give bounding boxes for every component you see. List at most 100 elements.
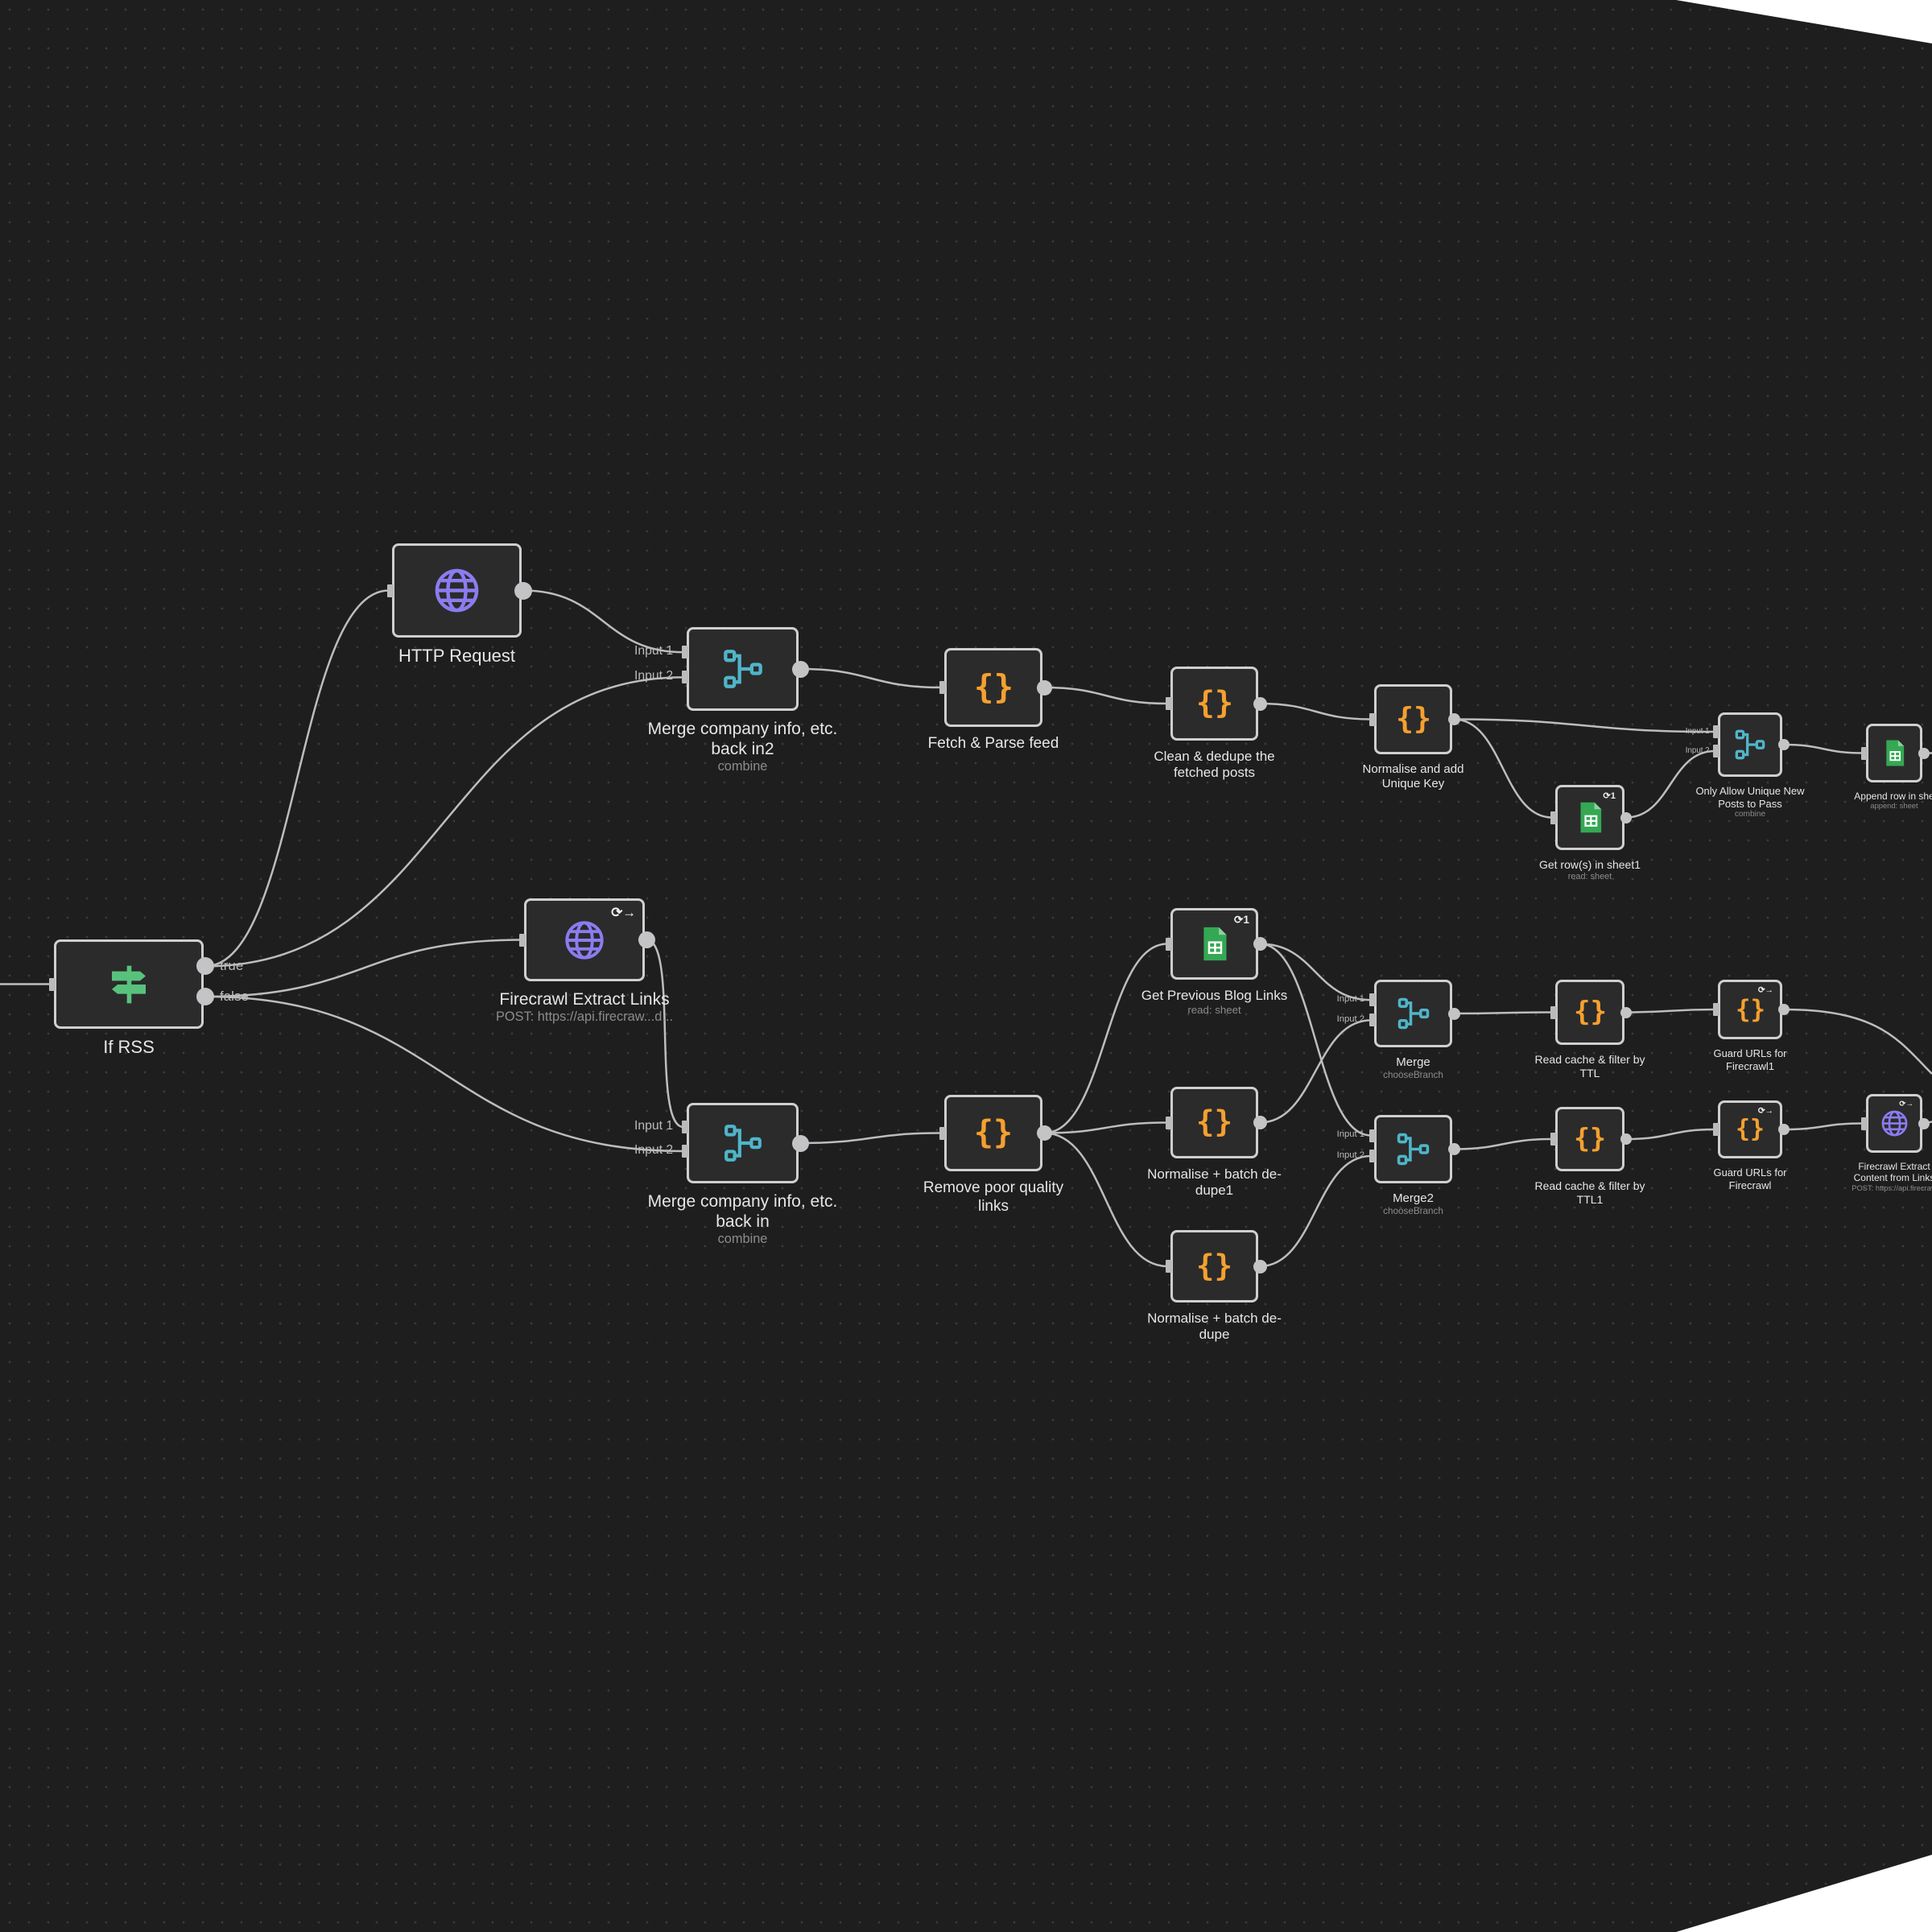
input-handle[interactable] — [49, 977, 56, 991]
node-readcache1[interactable]: {} — [1555, 1107, 1624, 1171]
output-handle[interactable] — [1447, 1143, 1460, 1155]
input-handle[interactable] — [1861, 746, 1868, 760]
connection-line[interactable] — [1259, 1019, 1372, 1124]
output-handle[interactable] — [1620, 1006, 1632, 1018]
output-handle[interactable] — [1778, 1124, 1790, 1135]
input-handle[interactable] — [1166, 697, 1172, 710]
output-handle[interactable] — [1253, 937, 1267, 951]
node-http[interactable] — [392, 543, 522, 638]
node-merge_in2[interactable] — [687, 627, 799, 711]
input-handle[interactable] — [1550, 1133, 1557, 1146]
input-handle[interactable] — [1713, 1123, 1719, 1136]
output-handle[interactable] — [1036, 1125, 1052, 1141]
output-handle[interactable] — [791, 1134, 809, 1152]
connection-line[interactable] — [1259, 1154, 1372, 1268]
output-handle[interactable] — [1918, 747, 1930, 759]
node-fclinks[interactable]: ⟳→ — [524, 898, 645, 981]
connection-line[interactable] — [1783, 743, 1864, 754]
output-handle[interactable] — [1036, 679, 1052, 696]
output-handle[interactable] — [1447, 1007, 1460, 1020]
input-handle[interactable] — [387, 584, 394, 597]
connection-line[interactable] — [1453, 1137, 1553, 1150]
output-handle[interactable] — [1253, 696, 1267, 711]
input-handle[interactable] — [1550, 1005, 1557, 1019]
output-handle[interactable] — [1778, 1004, 1790, 1015]
connection-line[interactable] — [204, 995, 684, 1153]
connection-line[interactable] — [1783, 1008, 1932, 1075]
connection-line[interactable] — [204, 676, 684, 968]
node-remove[interactable]: {} — [944, 1095, 1042, 1171]
input-handle[interactable] — [1369, 1150, 1376, 1162]
input-handle[interactable] — [939, 681, 946, 694]
node-normkey[interactable]: {} — [1374, 684, 1452, 754]
output-handle[interactable] — [638, 931, 655, 948]
input-handle[interactable] — [1369, 1013, 1376, 1027]
input-handle[interactable] — [1713, 745, 1719, 758]
node-onlyallow[interactable] — [1718, 712, 1782, 777]
input-handle[interactable] — [1369, 1129, 1376, 1142]
input-handle[interactable] — [1861, 1117, 1868, 1130]
connection-line[interactable] — [646, 939, 684, 1129]
connection-line[interactable] — [1453, 718, 1715, 733]
connection-line[interactable] — [1625, 1128, 1715, 1141]
input-handle[interactable] — [682, 646, 688, 659]
connection-line[interactable] — [1625, 749, 1715, 819]
connection-line[interactable] — [204, 589, 390, 968]
connection-line[interactable] — [204, 939, 522, 998]
input-handle[interactable] — [682, 1145, 688, 1158]
node-readcache[interactable]: {} — [1555, 980, 1624, 1045]
input-handle[interactable] — [1166, 1260, 1172, 1273]
connection-line[interactable] — [1453, 1011, 1553, 1015]
input-handle[interactable] — [1713, 725, 1719, 738]
node-fetch[interactable]: {} — [944, 648, 1042, 727]
connection-line[interactable] — [1043, 1132, 1168, 1268]
connection-line[interactable] — [799, 667, 942, 689]
node-getprev[interactable]: ⟳1 — [1170, 908, 1258, 980]
connection-line[interactable] — [1259, 702, 1372, 720]
connection-line[interactable] — [1453, 718, 1553, 819]
output-handle[interactable] — [1778, 739, 1790, 750]
input-handle[interactable] — [939, 1126, 946, 1140]
node-merge2[interactable] — [1374, 1115, 1452, 1183]
connection-line[interactable] — [1043, 1121, 1168, 1134]
input-handle[interactable] — [1713, 1003, 1719, 1016]
input-handle[interactable] — [1166, 1116, 1172, 1129]
input-handle[interactable] — [682, 671, 688, 684]
node-getrows[interactable]: ⟳1 — [1555, 785, 1624, 850]
output-handle[interactable] — [1620, 811, 1632, 824]
input-handle[interactable] — [1166, 937, 1172, 951]
connection-line[interactable] — [1259, 943, 1372, 1137]
connection-line[interactable] — [1783, 1122, 1864, 1131]
node-clean[interactable]: {} — [1170, 667, 1258, 741]
node-guard[interactable]: {}⟳→ — [1718, 1100, 1782, 1158]
input-handle[interactable] — [682, 1121, 688, 1133]
output-handle[interactable] — [1253, 1116, 1267, 1129]
input-handle[interactable] — [1369, 712, 1376, 726]
node-norm1[interactable]: {} — [1170, 1087, 1258, 1158]
input-handle[interactable] — [1369, 993, 1376, 1007]
connection-line[interactable] — [799, 1132, 942, 1145]
output-handle[interactable] — [1918, 1117, 1930, 1129]
input-handle[interactable] — [519, 933, 526, 947]
output-handle[interactable] — [791, 660, 809, 678]
node-ifrss[interactable] — [54, 939, 204, 1029]
output-handle[interactable] — [1620, 1133, 1632, 1145]
input-handle[interactable] — [1550, 811, 1557, 824]
connection-line[interactable] — [1043, 686, 1168, 705]
output-handle[interactable] — [514, 581, 532, 600]
node-merge_in[interactable] — [687, 1103, 799, 1183]
connection-line[interactable] — [1043, 943, 1168, 1134]
node-norm[interactable]: {} — [1170, 1230, 1258, 1302]
output-handle[interactable] — [1253, 1259, 1267, 1274]
node-append[interactable] — [1866, 724, 1922, 782]
connection-line[interactable] — [522, 589, 684, 654]
output-handle[interactable] — [196, 957, 214, 976]
output-handle[interactable] — [1447, 713, 1460, 725]
node-guard1[interactable]: {}⟳→ — [1718, 980, 1782, 1039]
connection-line[interactable] — [1625, 1008, 1715, 1013]
connection-line[interactable] — [1259, 943, 1372, 1001]
node-fccontent[interactable]: ⟳→ — [1866, 1094, 1922, 1153]
output-handle[interactable] — [196, 988, 214, 1006]
node-merge[interactable] — [1374, 980, 1452, 1047]
